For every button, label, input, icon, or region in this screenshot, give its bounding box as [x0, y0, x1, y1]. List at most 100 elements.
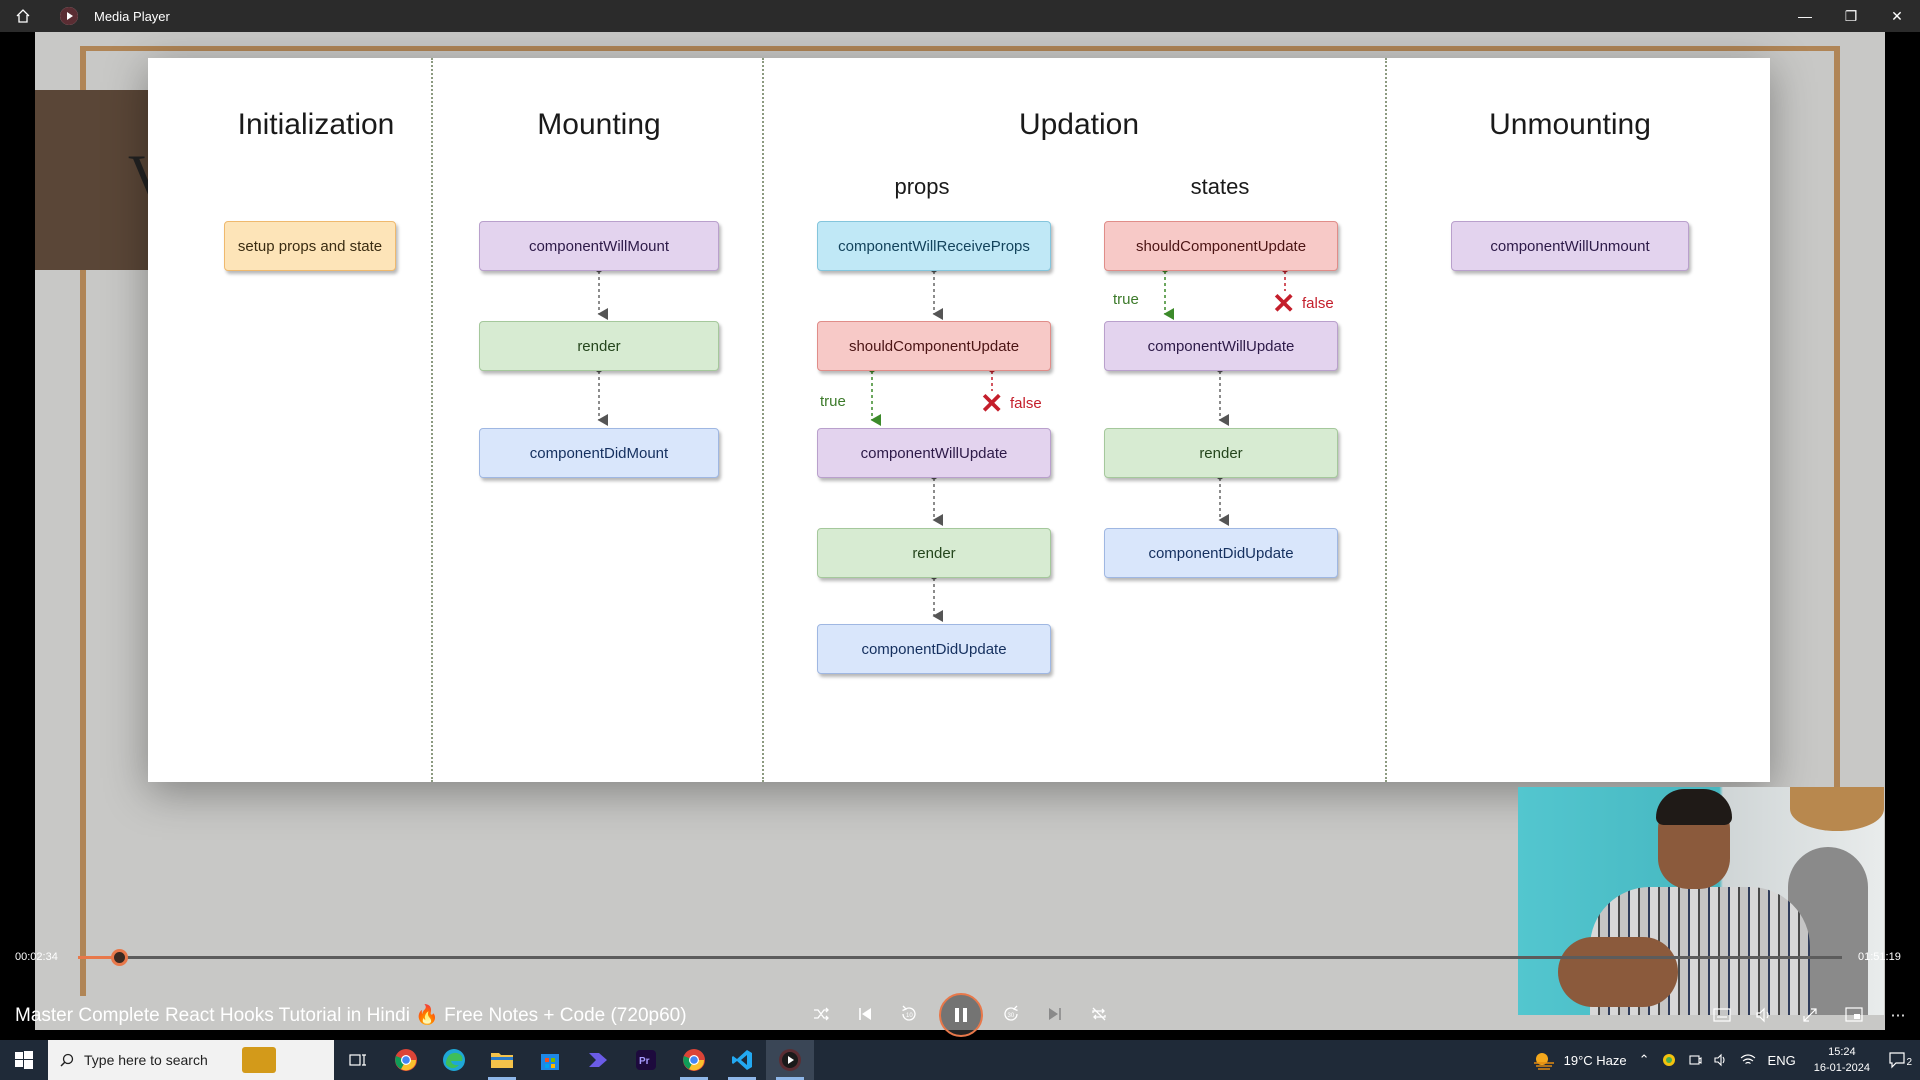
wall-panel	[35, 90, 150, 270]
notification-count: 2	[1906, 1057, 1912, 1068]
store-taskbar-app[interactable]	[526, 1040, 574, 1080]
skip-forward-30-icon: 30	[1004, 1005, 1018, 1021]
edge-label-false: false	[1010, 395, 1042, 412]
haze-icon	[1533, 1053, 1554, 1070]
node-component-did-update-states: componentDidUpdate	[1104, 528, 1338, 578]
volume-button[interactable]	[1749, 1000, 1779, 1030]
chrome-profile-taskbar-app[interactable]	[670, 1040, 718, 1080]
seek-bar-fill	[78, 956, 119, 959]
node-should-component-update-props: shouldComponentUpdate	[817, 321, 1051, 371]
title-bar: Media Player — ❐ ✕	[0, 0, 1920, 32]
false-x-icon: ✕	[1272, 288, 1296, 319]
minimize-button[interactable]: —	[1798, 8, 1812, 24]
next-button[interactable]	[1037, 996, 1073, 1032]
system-tray: 19°C Haze ⌃ ENG 15:24 16-01-2024 2	[1526, 1040, 1920, 1080]
node-component-will-unmount: componentWillUnmount	[1451, 221, 1689, 271]
language-indicator[interactable]: ENG	[1767, 1052, 1796, 1068]
chrome-taskbar-app[interactable]	[382, 1040, 430, 1080]
skip-back-10-button[interactable]: 10	[891, 996, 927, 1032]
show-hidden-icons-button[interactable]: ⌃	[1639, 1052, 1650, 1068]
tray-app-icon	[1662, 1054, 1675, 1066]
taskbar-search[interactable]: Type here to search	[48, 1040, 334, 1080]
node-component-will-update-props: componentWillUpdate	[817, 428, 1051, 478]
power-automate-taskbar-app[interactable]	[574, 1040, 622, 1080]
notifications-button[interactable]: 2	[1888, 1051, 1912, 1069]
running-indicator	[776, 1077, 804, 1080]
svg-text:30: 30	[1008, 1013, 1015, 1019]
column-divider	[762, 58, 764, 782]
file-explorer-taskbar-app[interactable]	[478, 1040, 526, 1080]
node-render-states: render	[1104, 428, 1338, 478]
column-title-mounting: Mounting	[537, 108, 661, 141]
video-area[interactable]: V	[0, 32, 1920, 1030]
restore-button[interactable]: ❐	[1844, 7, 1858, 24]
vscode-icon	[732, 1050, 752, 1070]
premiere-pro-icon: Pr	[636, 1050, 656, 1070]
node-component-will-mount: componentWillMount	[479, 221, 719, 271]
power-automate-icon	[589, 1053, 607, 1067]
notification-icon	[1889, 1052, 1905, 1069]
taskbar-clock[interactable]: 15:24 16-01-2024	[1814, 1044, 1870, 1076]
running-indicator	[488, 1077, 516, 1080]
volume-tray-button[interactable]	[1713, 1053, 1728, 1067]
running-indicator	[680, 1077, 708, 1080]
chrome-icon	[395, 1049, 417, 1071]
skip-forward-30-button[interactable]: 30	[993, 996, 1029, 1032]
search-placeholder: Type here to search	[84, 1052, 208, 1068]
clock-date: 16-01-2024	[1813, 1062, 1870, 1074]
previous-icon	[859, 1008, 871, 1020]
node-render: render	[479, 321, 719, 371]
column-title-updation: Updation	[1018, 108, 1140, 141]
close-button[interactable]: ✕	[1891, 7, 1903, 24]
seek-bar[interactable]	[78, 956, 1842, 959]
more-options-button[interactable]: ⋯	[1883, 1000, 1913, 1030]
speaker-icon	[1713, 1053, 1725, 1067]
vscode-taskbar-app[interactable]	[718, 1040, 766, 1080]
edge-icon	[443, 1049, 465, 1071]
meet-now-button[interactable]	[1688, 1053, 1702, 1067]
taskbar: Type here to search Pr 19°C Haze	[0, 1040, 1920, 1080]
briefcase-icon	[241, 1047, 276, 1073]
media-player-taskbar-app[interactable]	[766, 1040, 814, 1080]
presenter-webcam	[1518, 787, 1884, 1015]
node-component-will-update-states: componentWillUpdate	[1104, 321, 1338, 371]
task-view-button[interactable]	[334, 1040, 382, 1080]
window-title: Media Player	[94, 8, 170, 24]
windows-logo-icon	[15, 1051, 33, 1069]
pause-button[interactable]	[939, 993, 983, 1037]
seek-bar-thumb[interactable]	[110, 949, 128, 966]
column-divider	[431, 58, 433, 782]
svg-text:Pr: Pr	[639, 1056, 650, 1067]
mini-player-button[interactable]	[1839, 1000, 1869, 1030]
column-title-unmounting: Unmounting	[1489, 108, 1651, 141]
media-title: Master Complete React Hooks Tutorial in …	[15, 1005, 687, 1026]
elapsed-time: 00:02:34	[15, 951, 58, 963]
more-icon: ⋯	[1890, 1007, 1906, 1024]
home-icon[interactable]	[0, 0, 46, 32]
search-icon	[60, 1053, 74, 1067]
next-icon	[1049, 1008, 1061, 1020]
network-button[interactable]	[1740, 1053, 1756, 1067]
pause-icon	[955, 1008, 967, 1022]
running-indicator	[728, 1077, 756, 1080]
tray-app-button[interactable]	[1662, 1053, 1676, 1067]
store-icon	[541, 1054, 559, 1070]
previous-button[interactable]	[847, 996, 883, 1032]
full-screen-button[interactable]	[1795, 1000, 1825, 1030]
skip-back-10-icon: 10	[902, 1005, 916, 1021]
edge-taskbar-app[interactable]	[430, 1040, 478, 1080]
repeat-icon	[1092, 1007, 1106, 1021]
captions-button[interactable]	[1707, 1000, 1737, 1030]
shuffle-button[interactable]	[803, 996, 839, 1032]
chevron-up-icon: ⌃	[1638, 1052, 1650, 1067]
node-component-did-mount: componentDidMount	[479, 428, 719, 478]
repeat-button[interactable]	[1081, 996, 1117, 1032]
premiere-pro-taskbar-app[interactable]: Pr	[622, 1040, 670, 1080]
start-button[interactable]	[0, 1040, 48, 1080]
weather-widget[interactable]: 19°C Haze	[1532, 1050, 1627, 1070]
subcolumn-title-states: states	[1190, 174, 1250, 199]
board-frame-right	[1834, 46, 1840, 806]
full-screen-icon	[1803, 1008, 1817, 1022]
board-frame	[80, 46, 1840, 51]
mini-player-icon	[1845, 1007, 1863, 1022]
